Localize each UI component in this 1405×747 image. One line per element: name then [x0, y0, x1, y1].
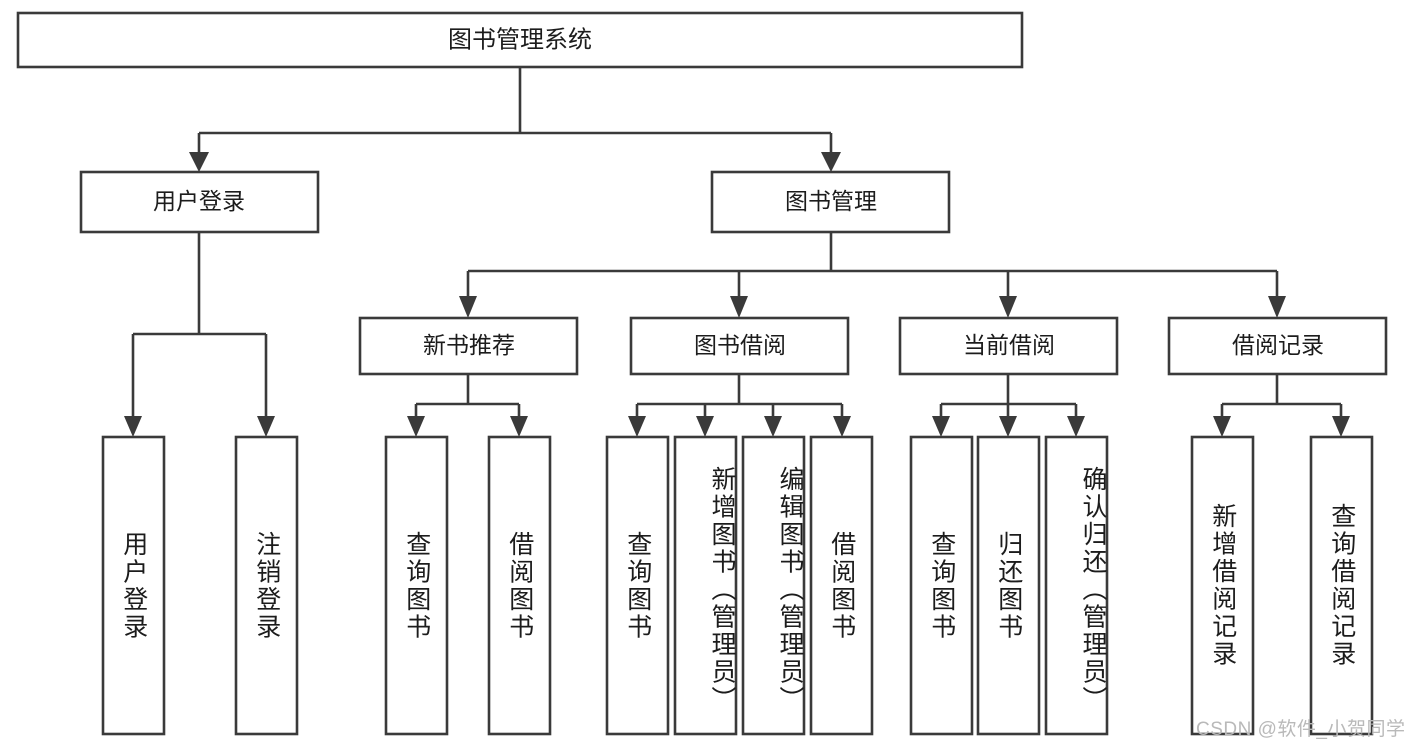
node-user-login-label: 用户登录: [153, 188, 245, 214]
leaf-box-edit-book[interactable]: [741, 435, 806, 736]
connector-group-user-login: [124, 232, 275, 437]
node-book-borrow[interactable]: 图书借阅: [629, 316, 850, 376]
node-current-borrow-box[interactable]: [898, 316, 1119, 376]
node-new-book-recommend-label: 新书推荐: [423, 332, 515, 358]
node-user-login-box[interactable]: [79, 170, 320, 234]
arrow-head-leaf-query-book-2: [628, 416, 646, 437]
leaf-box-query-book-1[interactable]: [384, 435, 449, 736]
connector-group-borrow-record: [1213, 374, 1350, 437]
connector-group-new-book-recommend: [407, 374, 528, 437]
node-root-box[interactable]: [16, 11, 1024, 69]
node-root-label: 图书管理系统: [448, 26, 592, 53]
leaf-box-borrow-book-1[interactable]: [487, 435, 552, 736]
leaf-box-confirm-return[interactable]: [1044, 435, 1109, 736]
leaf-box-query-book-2[interactable]: [605, 435, 670, 736]
leaf-box-user-logout[interactable]: [234, 435, 299, 736]
node-current-borrow-label: 当前借阅: [963, 332, 1055, 358]
arrow-head-leaf-user-logout: [257, 416, 275, 437]
arrow-head-leaf-borrow-book-1: [510, 416, 528, 437]
node-new-book-recommend-box[interactable]: [358, 316, 579, 376]
node-book-borrow-box[interactable]: [629, 316, 850, 376]
leaf-box-return-book[interactable]: [976, 435, 1041, 736]
connector-group-book-borrow: [628, 374, 851, 437]
leaf-box-add-record[interactable]: [1190, 435, 1255, 736]
arrow-head-book-manage: [821, 152, 841, 172]
node-borrow-record[interactable]: 借阅记录: [1167, 316, 1388, 376]
leaf-box-group: [101, 435, 1374, 736]
node-root[interactable]: 图书管理系统: [16, 11, 1024, 69]
arrow-head-book-borrow: [730, 296, 748, 318]
leaf-box-query-record[interactable]: [1309, 435, 1374, 736]
csdn-watermark: CSDN @软件_小贺同学: [1196, 719, 1405, 740]
arrow-head-new-book-recommend: [459, 296, 477, 318]
node-borrow-record-box[interactable]: [1167, 316, 1388, 376]
node-current-borrow[interactable]: 当前借阅: [898, 316, 1119, 376]
node-book-manage-box[interactable]: [710, 170, 951, 234]
node-book-borrow-label: 图书借阅: [694, 332, 786, 358]
leaf-box-query-book-3[interactable]: [909, 435, 974, 736]
arrow-head-leaf-query-book-1: [407, 416, 425, 437]
arrow-head-leaf-confirm-return: [1067, 416, 1085, 437]
arrow-head-leaf-return-book: [999, 416, 1017, 437]
arrow-head-leaf-user-login: [124, 416, 142, 437]
arrow-head-borrow-record: [1268, 296, 1286, 318]
arrow-head-leaf-edit-book: [764, 416, 782, 437]
leaf-box-user-login[interactable]: [101, 435, 166, 736]
arrow-head-leaf-query-record: [1332, 416, 1350, 437]
connector-group-current-borrow: [932, 374, 1085, 437]
node-new-book-recommend[interactable]: 新书推荐: [358, 316, 579, 376]
leaf-box-add-book[interactable]: [673, 435, 738, 736]
node-borrow-record-label: 借阅记录: [1232, 332, 1324, 358]
arrow-head-leaf-add-record: [1213, 416, 1231, 437]
node-book-manage[interactable]: 图书管理: [710, 170, 951, 234]
arrow-head-leaf-query-book-3: [932, 416, 950, 437]
node-user-login[interactable]: 用户登录: [79, 170, 320, 234]
arrow-head-leaf-add-book: [696, 416, 714, 437]
connector-group-book-manage: [459, 232, 1286, 318]
leaf-box-borrow-book-2[interactable]: [809, 435, 874, 736]
node-book-manage-label: 图书管理: [785, 188, 877, 214]
arrow-head-leaf-borrow-book-2: [833, 416, 851, 437]
arrow-head-current-borrow: [999, 296, 1017, 318]
arrow-head-user-login: [189, 152, 209, 172]
connector-group-root: [189, 67, 841, 172]
